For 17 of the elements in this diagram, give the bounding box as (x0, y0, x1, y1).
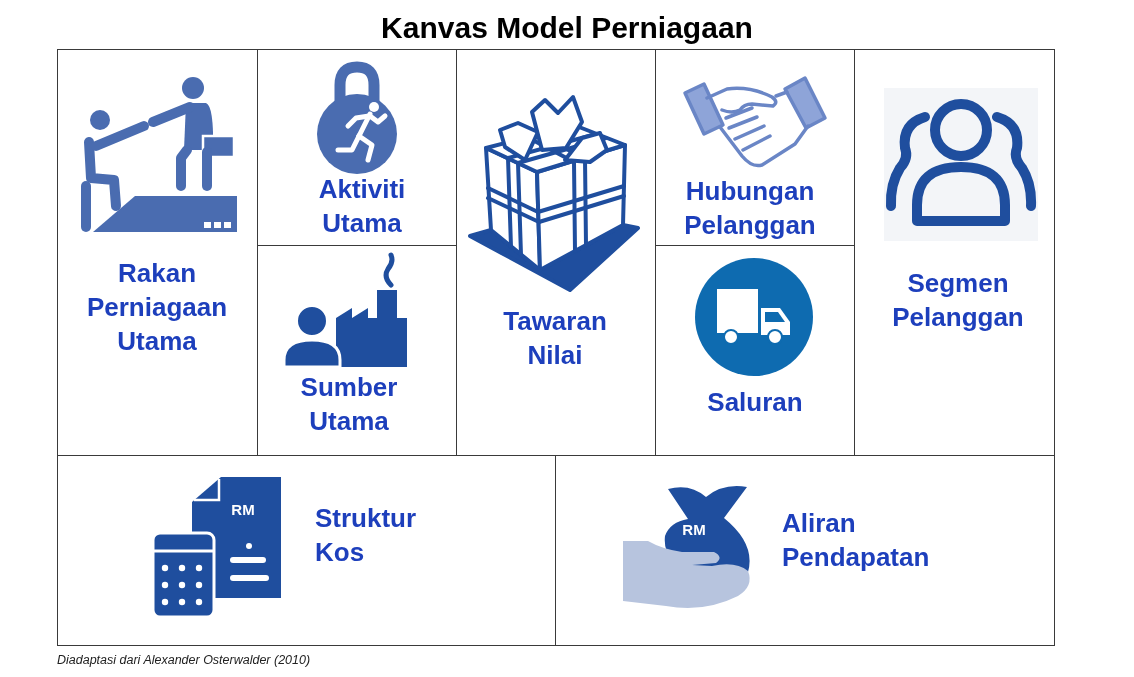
block-title: Tawaran Nilai (503, 305, 607, 372)
canvas-block (57, 455, 556, 646)
canvas-block (57, 49, 258, 456)
block-title: Sumber Utama (300, 371, 398, 438)
block-title: Struktur Kos (315, 502, 417, 569)
currency-label: RM (682, 521, 706, 539)
block-title: Saluran (707, 386, 803, 419)
block-title: Aliran Pendapatan (782, 507, 930, 574)
block-title: Rakan Perniagaan Utama (86, 257, 228, 358)
source-caption: Diadaptasi dari Alexander Osterwalder (2010) (57, 652, 311, 668)
canvas-block (854, 49, 1055, 456)
canvas-block (555, 455, 1055, 646)
block-title: Aktiviti Utama (318, 173, 406, 240)
diagram-title: Kanvas Model Perniagaan (381, 11, 753, 44)
currency-label: RM (231, 501, 255, 519)
block-title: Hubungan Pelanggan (684, 175, 816, 242)
block-title: Segmen Pelanggan (892, 267, 1024, 334)
